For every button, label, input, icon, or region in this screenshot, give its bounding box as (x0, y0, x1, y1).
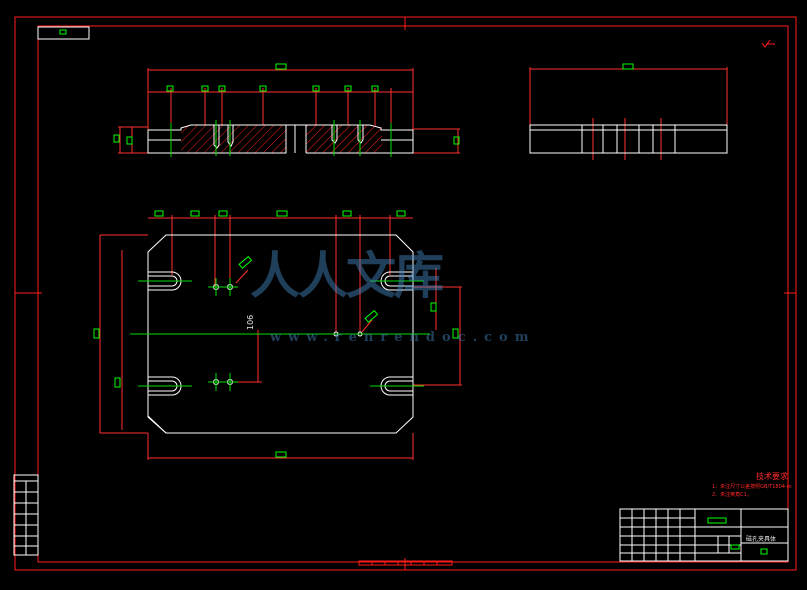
tech-requirement-2: 2、未注倒角C1。 (712, 492, 752, 498)
watermark-url: www.renrendoc.com (270, 330, 536, 345)
title-block (619, 508, 789, 562)
part-name: 磁孔夹具体 (746, 536, 777, 543)
drawing-code-text (59, 29, 67, 35)
watermark-text: 人人文库 (250, 246, 444, 305)
drawing-code-box (37, 26, 90, 40)
dimension-106: 106 (246, 314, 255, 330)
revision-strip (13, 474, 39, 556)
roughness-symbol (761, 39, 775, 48)
inner-frame (37, 25, 789, 563)
bottom-strip (358, 560, 453, 566)
plan-view (93, 210, 462, 460)
tech-requirements-title: 技术要求 (756, 472, 788, 481)
centering-marks (15, 17, 796, 570)
tech-requirement-1: 1、未注尺寸公差按照GB/T1804-m (712, 484, 792, 490)
side-view (529, 63, 728, 160)
front-section-view (113, 63, 460, 157)
